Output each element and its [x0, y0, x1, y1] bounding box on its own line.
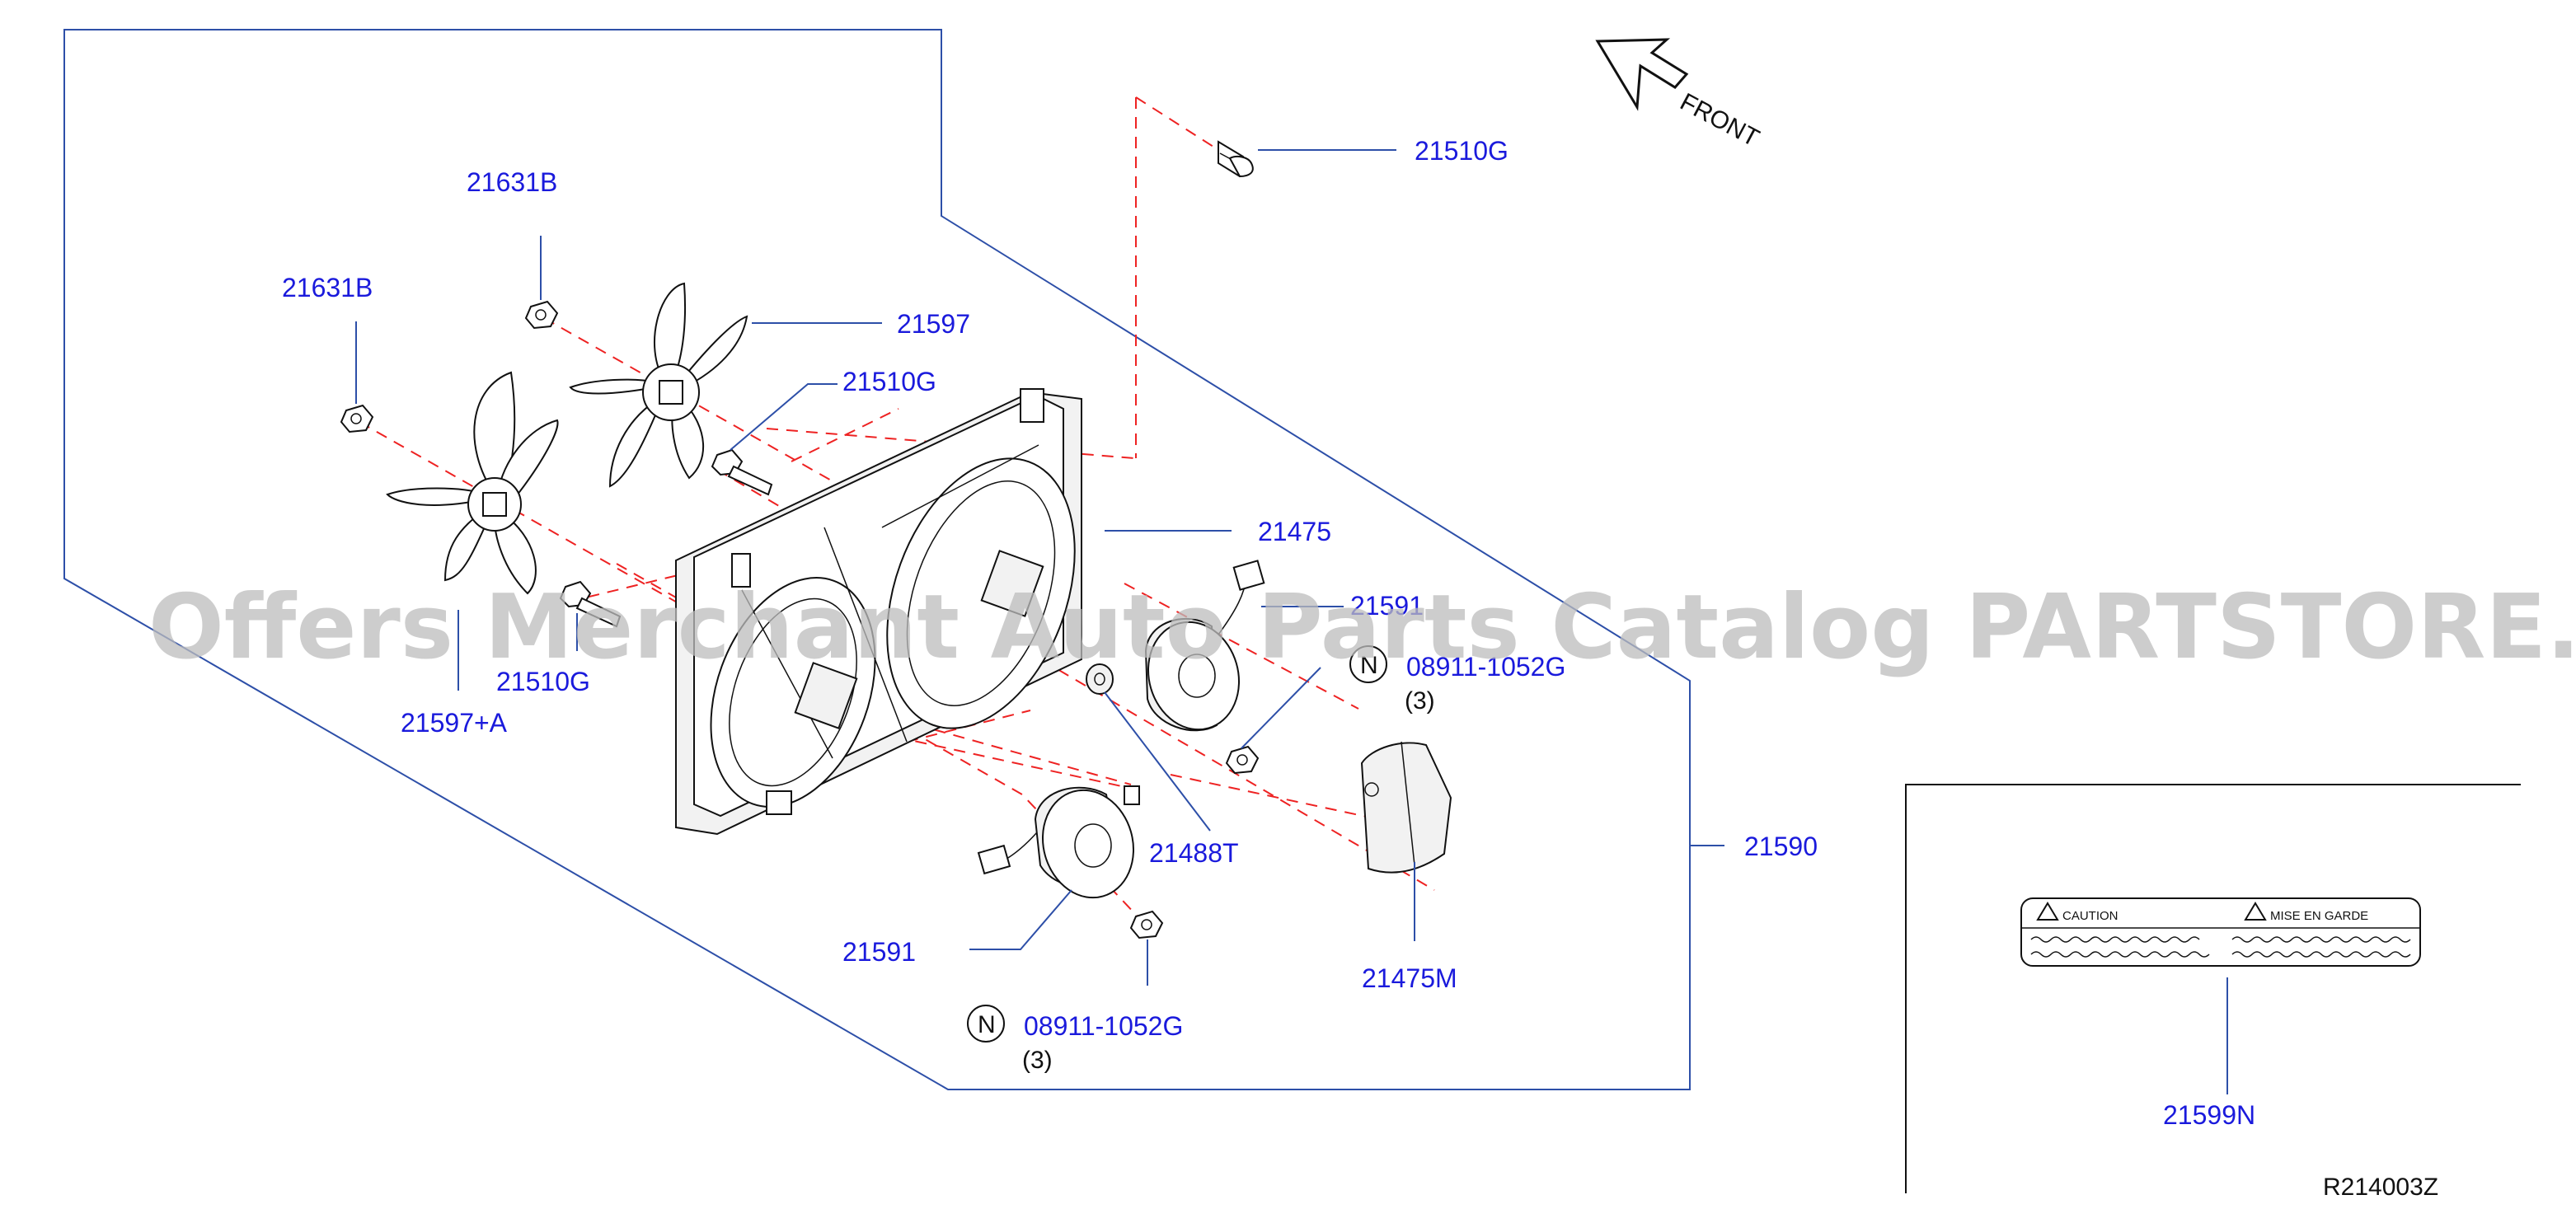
mise-en-garde-text: MISE EN GARDE [2270, 909, 2368, 923]
assembly-boundary [63, 29, 1691, 1090]
diagram-code: R214003Z [2323, 1174, 2438, 1201]
n-marker-left: N [967, 1005, 1005, 1043]
fan-blade-right [569, 282, 748, 488]
bolt-21510g-mid [711, 448, 773, 496]
label-21488t[interactable]: 21488T [1149, 838, 1239, 868]
fan-blade-left [386, 371, 559, 595]
label-08911-right[interactable]: 08911-1052G [1406, 652, 1565, 682]
qty-right: (3) [1405, 687, 1435, 715]
svg-text:N: N [978, 1011, 996, 1038]
label-panel-boundary [1905, 784, 2521, 1193]
label-21597a[interactable]: 21597+A [401, 708, 508, 738]
caution-text: CAUTION [2062, 909, 2119, 923]
label-21475m[interactable]: 21475M [1362, 963, 1457, 993]
front-arrow-icon [1595, 38, 1689, 111]
label-21510g-left[interactable]: 21510G [496, 667, 590, 696]
fan-motor-right [1144, 560, 1265, 732]
label-21510g-top[interactable]: 21510G [1415, 136, 1509, 166]
fan-motor-left [977, 785, 1140, 899]
nut-21631b-upper [524, 300, 559, 330]
bolt-21510g-left [559, 580, 622, 628]
label-21591-left[interactable]: 21591 [842, 937, 916, 967]
warning-icon [2036, 902, 2059, 921]
leader-lines [355, 149, 2228, 1094]
nut-08911-left [1129, 910, 1164, 940]
label-21631b-lower[interactable]: 21631B [282, 273, 373, 302]
front-label: FRONT [1676, 88, 1764, 152]
label-21599n[interactable]: 21599N [2163, 1100, 2255, 1130]
bolt-21510g-top [1218, 140, 1254, 178]
label-21590[interactable]: 21590 [1744, 832, 1818, 861]
warning-icon-fr [2244, 902, 2267, 921]
label-21631b-upper[interactable]: 21631B [467, 167, 557, 197]
n-marker-right: N [1349, 645, 1387, 683]
label-21510g-mid[interactable]: 21510G [842, 367, 936, 396]
label-21475[interactable]: 21475 [1258, 517, 1331, 546]
label-21597[interactable]: 21597 [897, 309, 970, 339]
fan-shroud [675, 388, 1082, 836]
washer-21488t [1086, 663, 1114, 695]
watermark: Offers Merchant Auto Parts Catalog PARTS… [148, 576, 2576, 679]
label-08911-left[interactable]: 08911-1052G [1024, 1011, 1183, 1041]
caution-label: CAUTION MISE EN GARDE [2020, 897, 2421, 967]
nut-08911-right [1225, 745, 1260, 775]
resistor-21475m [1360, 741, 1452, 874]
svg-text:N: N [1360, 652, 1378, 679]
qty-left: (3) [1022, 1047, 1053, 1074]
nut-21631b-lower [340, 404, 374, 433]
label-21591-right[interactable]: 21591 [1350, 591, 1424, 621]
